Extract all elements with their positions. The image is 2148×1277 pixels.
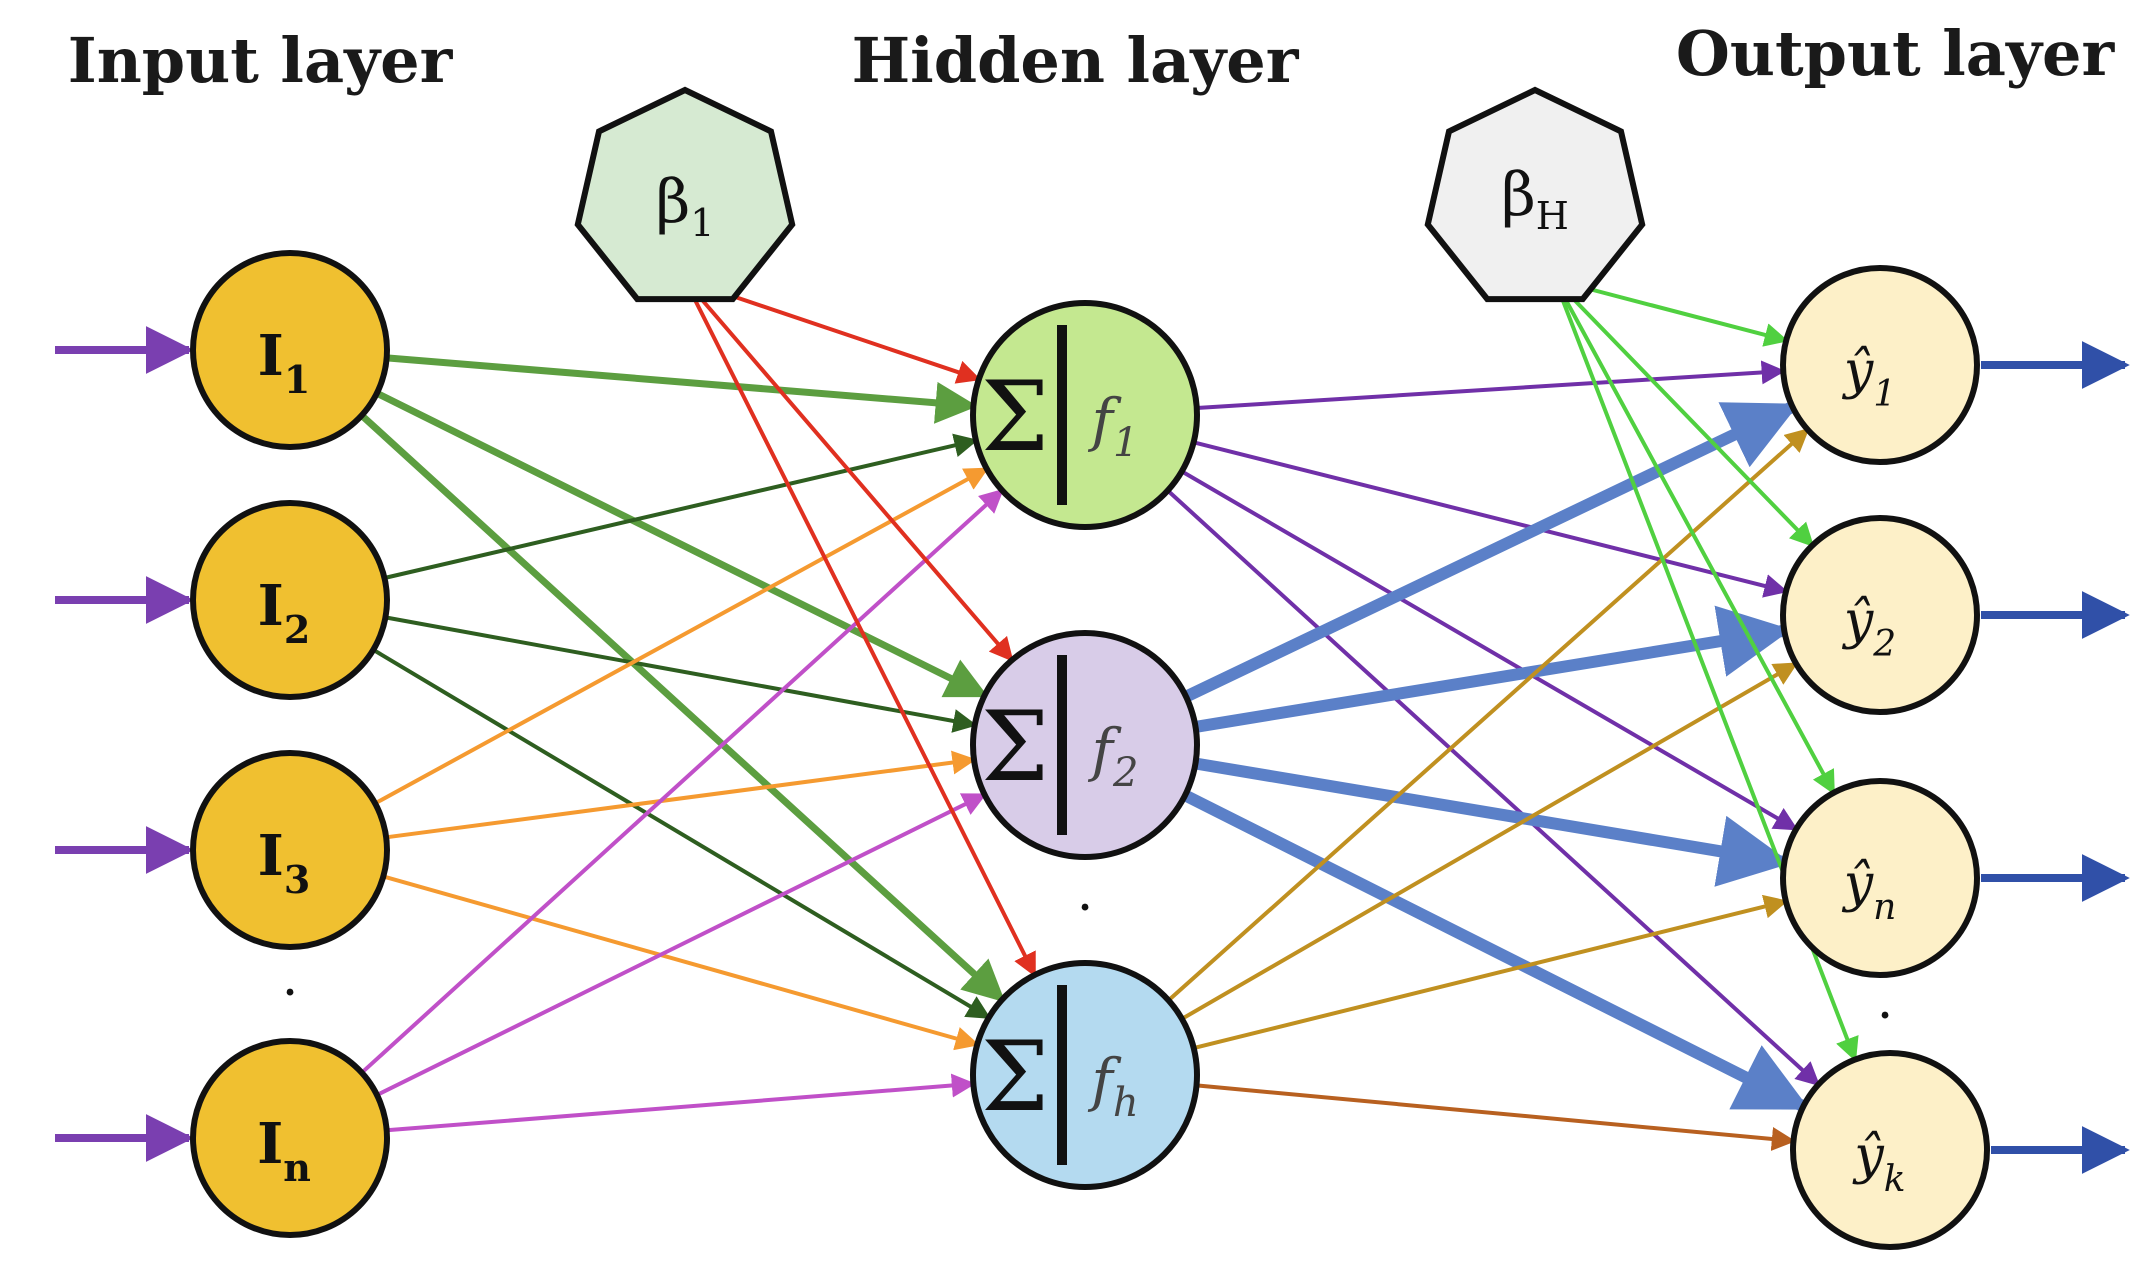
input-node-n: In [190,1038,390,1238]
output-node-circle [1780,265,1980,465]
input-node-circle [190,500,390,700]
edge-input-2-to-hidden-2 [383,615,978,733]
edge-hidden-h-to-output-4 [1194,1083,1796,1151]
edge-input-4-to-hidden-3 [384,1073,976,1133]
hidden-ellipsis: . [1077,863,1094,923]
output-node-1: ŷ1 [1780,265,1980,465]
output-node-2: ŷ2 [1780,515,1980,715]
edge-input-3-to-hidden-1 [373,466,989,806]
edge-input-4-to-hidden-1 [359,488,1005,1075]
edge-hidden-2-to-output-1 [1180,400,1799,703]
edge-hidden-h-to-output-1 [1166,427,1810,1003]
hidden-node-circle [970,960,1200,1190]
input-node-label: I1 [258,323,311,402]
output-node-n: ŷn [1780,778,1980,978]
output-node-label: ŷn [1842,854,1897,928]
output-node-circle [1780,778,1980,978]
hidden-node-circle [970,300,1200,530]
bias-heptagon-1 [574,86,796,303]
connection-edges [358,278,1859,1151]
output-node-circle [1780,515,1980,715]
edge-input-2-to-hidden-1 [382,433,979,580]
edge-hidden-1-to-output-4 [1165,488,1821,1087]
input-node-label: I3 [258,823,311,902]
edge-input-2-to-hidden-3 [371,647,991,1020]
input-node-circle [190,1038,390,1238]
edge-input-3-to-hidden-2 [384,750,977,840]
hidden-node-2: Σ f2 [970,630,1200,860]
output-node-circle [1790,1050,1990,1250]
edge-input-1-to-hidden-2 [373,389,989,699]
output-ellipsis: . [1877,971,1894,1031]
edge-hidden-2-to-output-3 [1189,757,1792,887]
bias-node-h: βH [1424,86,1646,303]
edge-hidden-2-to-output-4 [1179,789,1810,1113]
output-layer-title: Output layer [1676,17,2116,90]
input-node-2: I2 [190,500,390,700]
edge-hidden-h-to-output-2 [1179,661,1799,1021]
edge-biasH-to-output-3 [1553,278,1836,795]
output-node-label: ŷ1 [1842,341,1896,415]
hidden-node-1: Σ f1 [970,300,1200,530]
edge-input-1-to-hidden-3 [358,411,1006,1003]
sigma-symbol: Σ [981,691,1049,803]
output-node-k: ŷk [1790,1050,1990,1250]
hidden-node-circle [970,630,1200,860]
bias-label-h: βH [1501,160,1569,238]
output-node-label: ŷk [1852,1126,1905,1200]
input-node-label: I2 [258,573,311,652]
io-arrows [55,326,2130,1174]
edge-input-1-to-hidden-1 [383,354,978,424]
edge-hidden-1-to-output-3 [1179,469,1799,832]
input-node-circle [190,250,390,450]
edge-input-3-to-hidden-3 [381,874,980,1051]
output-node-label: ŷ2 [1842,591,1896,665]
input-ellipsis: . [282,948,299,1008]
sigma-symbol: Σ [981,1021,1049,1133]
input-node-3: I3 [190,750,390,950]
activation-label: f2 [1088,716,1139,796]
input-node-circle [190,750,390,950]
edge-input-4-to-hidden-2 [375,792,987,1097]
bias-label-1: β1 [656,167,715,245]
input-node-1: I1 [190,250,390,450]
hidden-layer-title: Hidden layer [852,24,1300,97]
edge-hidden-1-to-output-1 [1194,360,1786,410]
edge-bias1-to-hidden-2 [683,278,1014,663]
input-layer-title: Input layer [68,24,454,97]
edge-biasH-to-output-2 [1553,278,1815,548]
edge-bias1-to-hidden-3 [683,278,1037,978]
sigma-symbol: Σ [981,361,1049,473]
edge-hidden-2-to-output-2 [1189,605,1792,733]
edge-hidden-1-to-output-2 [1191,440,1789,598]
hidden-node-h: Σ fh [970,960,1200,1190]
bias-heptagon-h [1424,86,1646,303]
edge-hidden-h-to-output-3 [1191,894,1789,1051]
input-node-label: In [257,1111,311,1190]
bias-node-1: β1 [574,86,796,303]
